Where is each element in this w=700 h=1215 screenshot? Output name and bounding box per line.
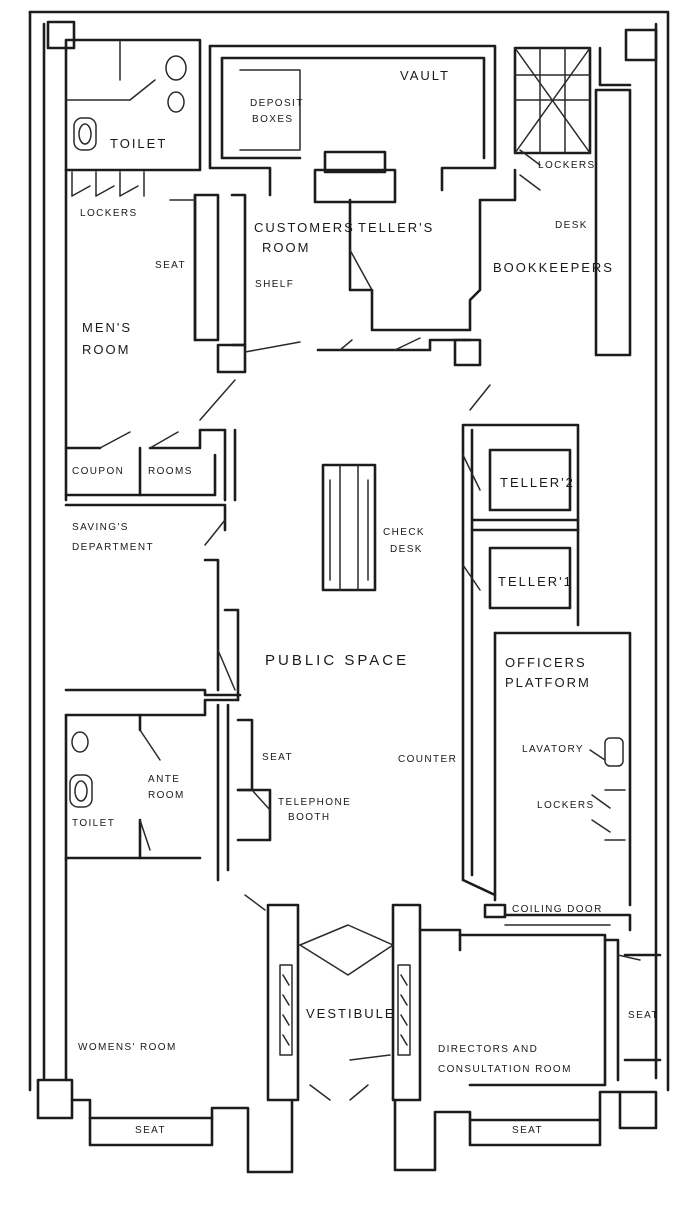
seat-bottom-left-label: SEAT xyxy=(135,1125,166,1136)
ante-room-label: ANTE xyxy=(148,774,180,785)
seat-left-label: SEAT xyxy=(155,260,186,271)
mens-room-label: MEN'S xyxy=(82,320,132,335)
coiling-door: COILING DOOR xyxy=(461,878,632,932)
directors-room: SEAT DIRECTORS AND CONSULTATION ROOM xyxy=(418,928,662,1087)
savings-label-2: DEPARTMENT xyxy=(72,542,154,553)
telephone-label-2: BOOTH xyxy=(288,812,331,823)
directors-label: DIRECTORS AND xyxy=(438,1044,538,1055)
lockers-left-label: LOCKERS xyxy=(80,208,138,219)
savings-department: SAVING'S DEPARTMENT xyxy=(64,503,242,702)
coupon-label: COUPON xyxy=(72,466,124,477)
directors-label-2: CONSULTATION ROOM xyxy=(438,1064,572,1075)
officers-label-2: PLATFORM xyxy=(505,675,591,690)
lockers-right-label: LOCKERS xyxy=(538,160,596,171)
customers-room-label: CUSTOMERS xyxy=(254,220,355,235)
check-desk: CHECK DESK xyxy=(321,463,425,592)
savings-label: SAVING'S xyxy=(72,522,129,533)
shelf-label: SHELF xyxy=(255,279,294,290)
coiling-door-label: COILING DOOR xyxy=(512,904,603,915)
public-space-label: PUBLIC SPACE xyxy=(265,652,409,669)
rooms-label: ROOMS xyxy=(148,466,193,477)
check-desk-label-2: DESK xyxy=(390,544,423,555)
customers-room: CUSTOMERS ROOM SHELF xyxy=(193,193,355,374)
tellers-cage: TELLER'S xyxy=(316,198,482,367)
outer-walls xyxy=(28,10,670,1174)
vestibule: VESTIBULE xyxy=(266,903,422,1102)
ante-room-label-2: ROOM xyxy=(148,790,185,801)
teller-cages: TELLER'2 TELLER'1 xyxy=(461,384,580,882)
toilet-bottom-label: TOILET xyxy=(72,818,115,829)
womens-room-label: WOMENS' ROOM xyxy=(78,1042,177,1053)
seat-mid-label: SEAT xyxy=(262,752,293,763)
ante-room-and-toilet: ANTE ROOM TOILET xyxy=(64,698,240,862)
bookkeepers-label: BOOKKEEPERS xyxy=(493,260,614,275)
officers-platform: OFFICERS PLATFORM LAVATORY LOCKERS COUNT… xyxy=(398,631,632,907)
deposit-boxes-label: DEPOSIT xyxy=(250,98,304,109)
seat-bottom-right-label: SEAT xyxy=(512,1125,543,1136)
officers-label: OFFICERS xyxy=(505,655,587,670)
check-desk-label: CHECK xyxy=(383,527,425,538)
toilet-top-label: TOILET xyxy=(110,136,167,151)
counter-label: COUNTER xyxy=(398,754,457,765)
lavatory-label: LAVATORY xyxy=(522,744,584,755)
coupon-rooms: COUPON ROOMS xyxy=(64,379,237,502)
stair-and-bookkeepers: LOCKERS DESK BOOKKEEPERS xyxy=(478,46,632,357)
lockers-left: LOCKERS xyxy=(71,171,145,219)
deposit-boxes-label-2: BOXES xyxy=(252,114,293,125)
lockers-officers-label: LOCKERS xyxy=(537,800,595,811)
seat-right-label: SEAT xyxy=(628,1010,659,1021)
mens-room: SEAT MEN'S ROOM xyxy=(64,168,197,502)
vault: VAULT DEPOSIT BOXES xyxy=(208,44,497,204)
desk-label: DESK xyxy=(555,220,588,231)
telephone-label: TELEPHONE xyxy=(278,797,351,808)
vestibule-label: VESTIBULE xyxy=(306,1006,396,1021)
teller-1-label: TELLER'1 xyxy=(498,574,573,589)
customers-room-label-2: ROOM xyxy=(262,240,310,255)
telephone-booth: SEAT TELEPHONE BOOTH xyxy=(216,703,351,882)
tellers-label: TELLER'S xyxy=(358,220,434,235)
vault-label: VAULT xyxy=(400,68,450,83)
teller-2-label: TELLER'2 xyxy=(500,475,575,490)
mens-room-label-2: ROOM xyxy=(82,342,130,357)
womens-room: WOMENS' ROOM xyxy=(64,858,266,1082)
toilet-top: TOILET xyxy=(64,38,202,172)
